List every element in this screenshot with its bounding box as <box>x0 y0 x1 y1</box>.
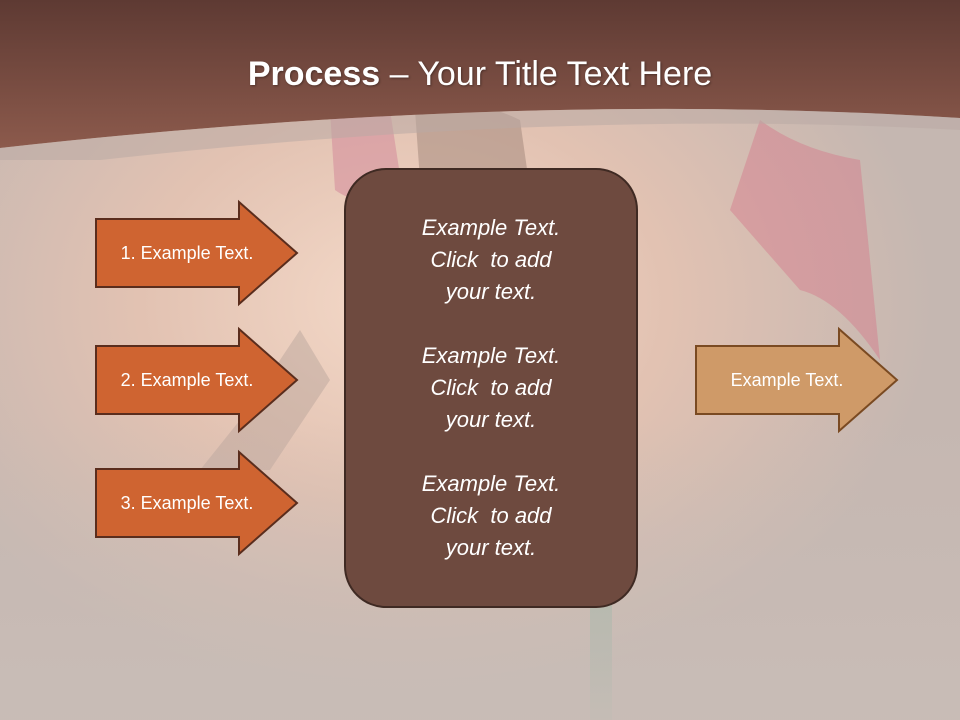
center-paragraph-1: Example Text. Click to add your text. <box>422 212 561 308</box>
paragraph-line: your text. <box>445 535 537 560</box>
title-bold: Process <box>247 55 381 93</box>
paragraph-line: Example Text. <box>421 471 561 496</box>
output-arrow[interactable]: Example Text. <box>695 326 899 434</box>
paragraph-line: your text. <box>445 407 537 432</box>
step-arrow-1[interactable]: 1. Example Text. <box>95 199 299 307</box>
step-label: 1. Example Text. <box>120 242 254 263</box>
arrow-shape <box>95 326 299 434</box>
center-paragraph-2: Example Text. Click to add your text. <box>422 340 561 436</box>
step-arrow-2[interactable]: 2. Example Text. <box>95 326 299 434</box>
output-label: Example Text. <box>730 369 844 390</box>
center-text-box[interactable]: Example Text. Click to add your text. Ex… <box>344 168 638 608</box>
step-label: 3. Example Text. <box>120 492 254 513</box>
paragraph-line: Click to add <box>430 375 552 400</box>
center-paragraph-3: Example Text. Click to add your text. <box>422 468 561 564</box>
paragraph-line: Click to add <box>430 503 552 528</box>
paragraph-line: Example Text. <box>421 215 561 240</box>
paragraph-line: Click to add <box>430 247 552 272</box>
step-label: 2. Example Text. <box>120 369 254 390</box>
title-bar <box>0 0 960 160</box>
page-title: Process – Your Title Text Here <box>0 52 960 96</box>
paragraph-line: Example Text. <box>421 343 561 368</box>
step-arrow-3[interactable]: 3. Example Text. <box>95 449 299 557</box>
paragraph-line: your text. <box>445 279 537 304</box>
arrow-shape <box>95 449 299 557</box>
arrow-shape <box>95 199 299 307</box>
title-rest: – Your Title Text Here <box>380 55 713 93</box>
arrow-shape <box>695 326 899 434</box>
